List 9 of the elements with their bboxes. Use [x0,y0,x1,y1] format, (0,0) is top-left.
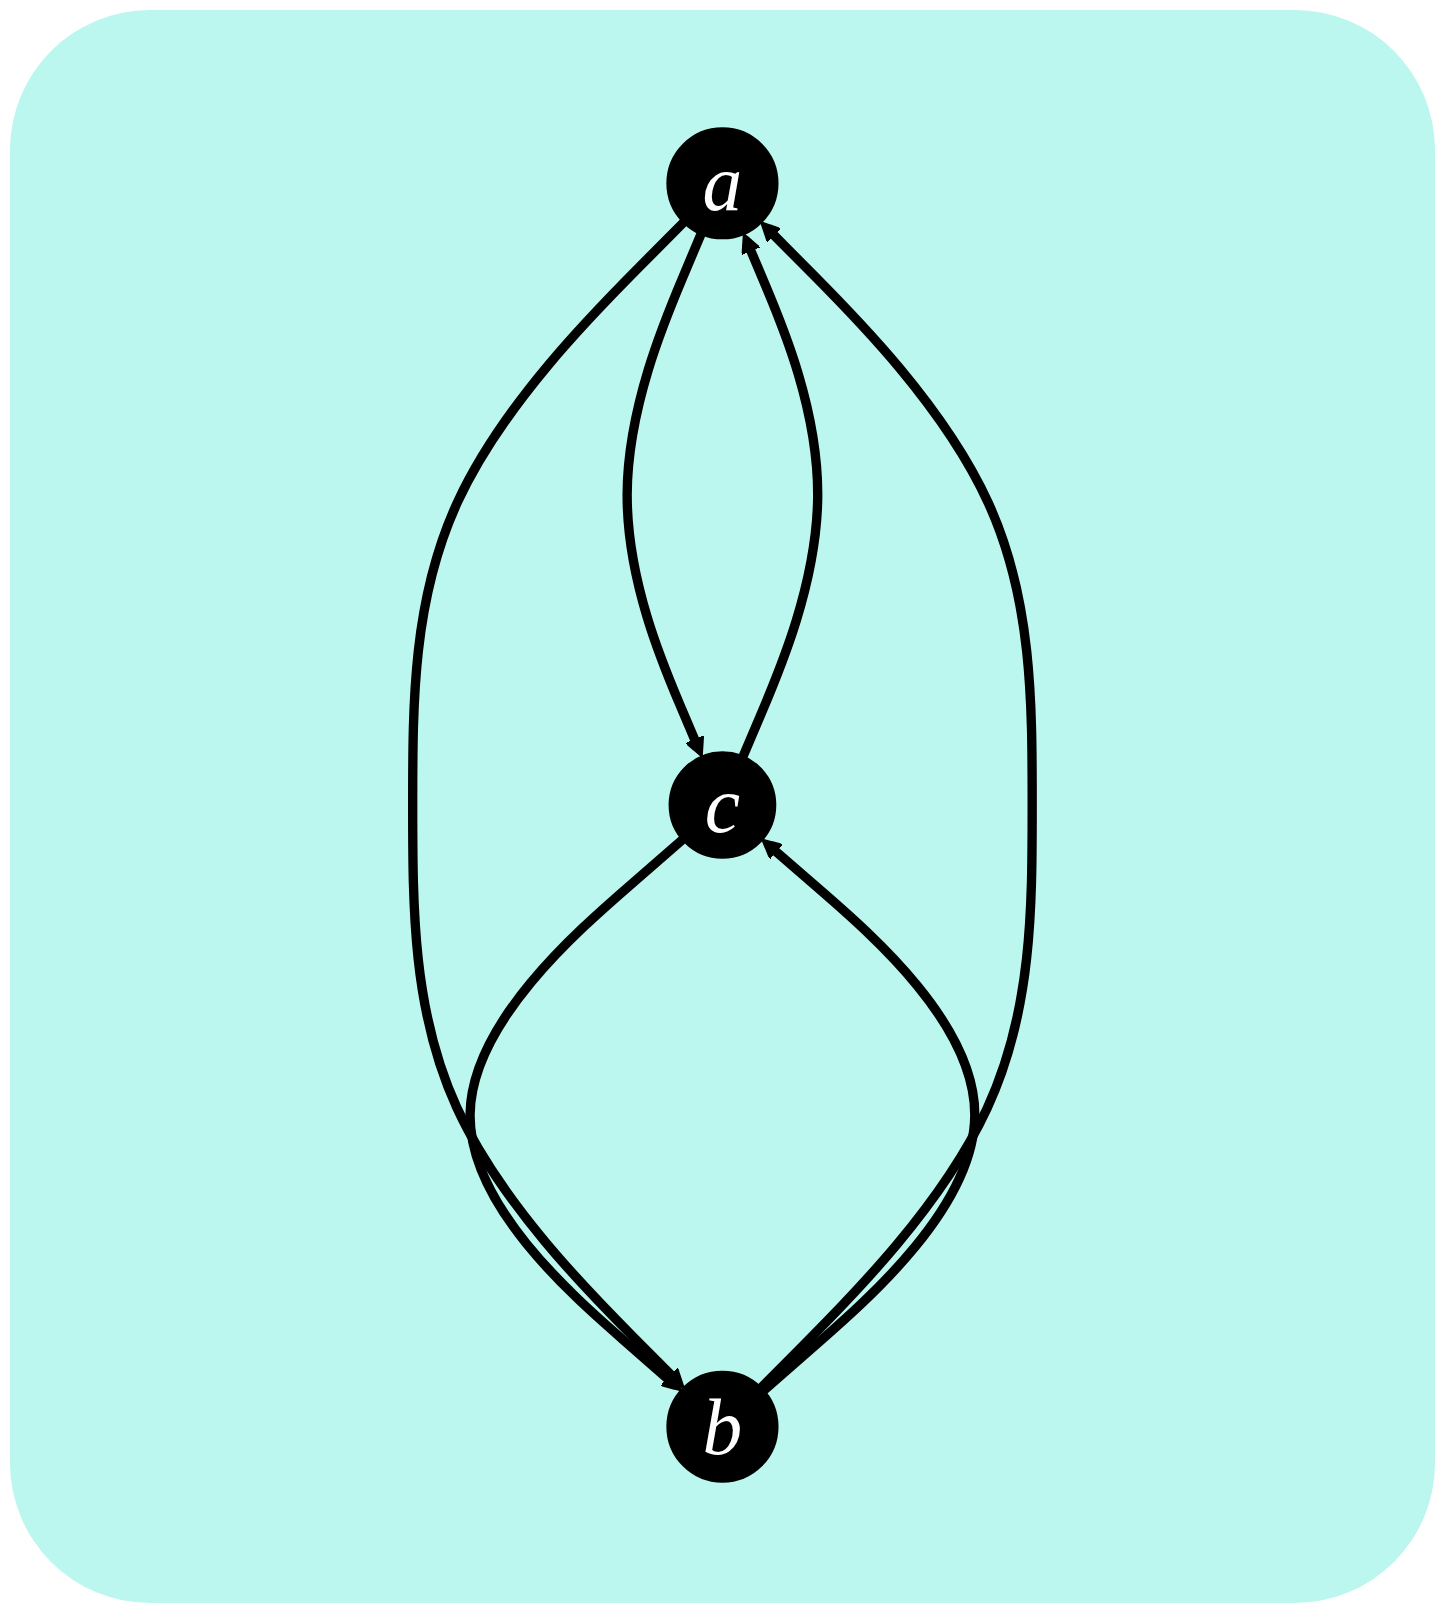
arrow [760,838,980,1394]
arrow [465,835,686,1391]
node-circle [666,1370,779,1483]
arrow [622,231,706,757]
arrow [738,232,823,758]
node-circle [668,750,777,859]
node-circle [666,126,779,239]
arrow [408,218,688,1389]
rounded-background: a c b [10,10,1435,1603]
